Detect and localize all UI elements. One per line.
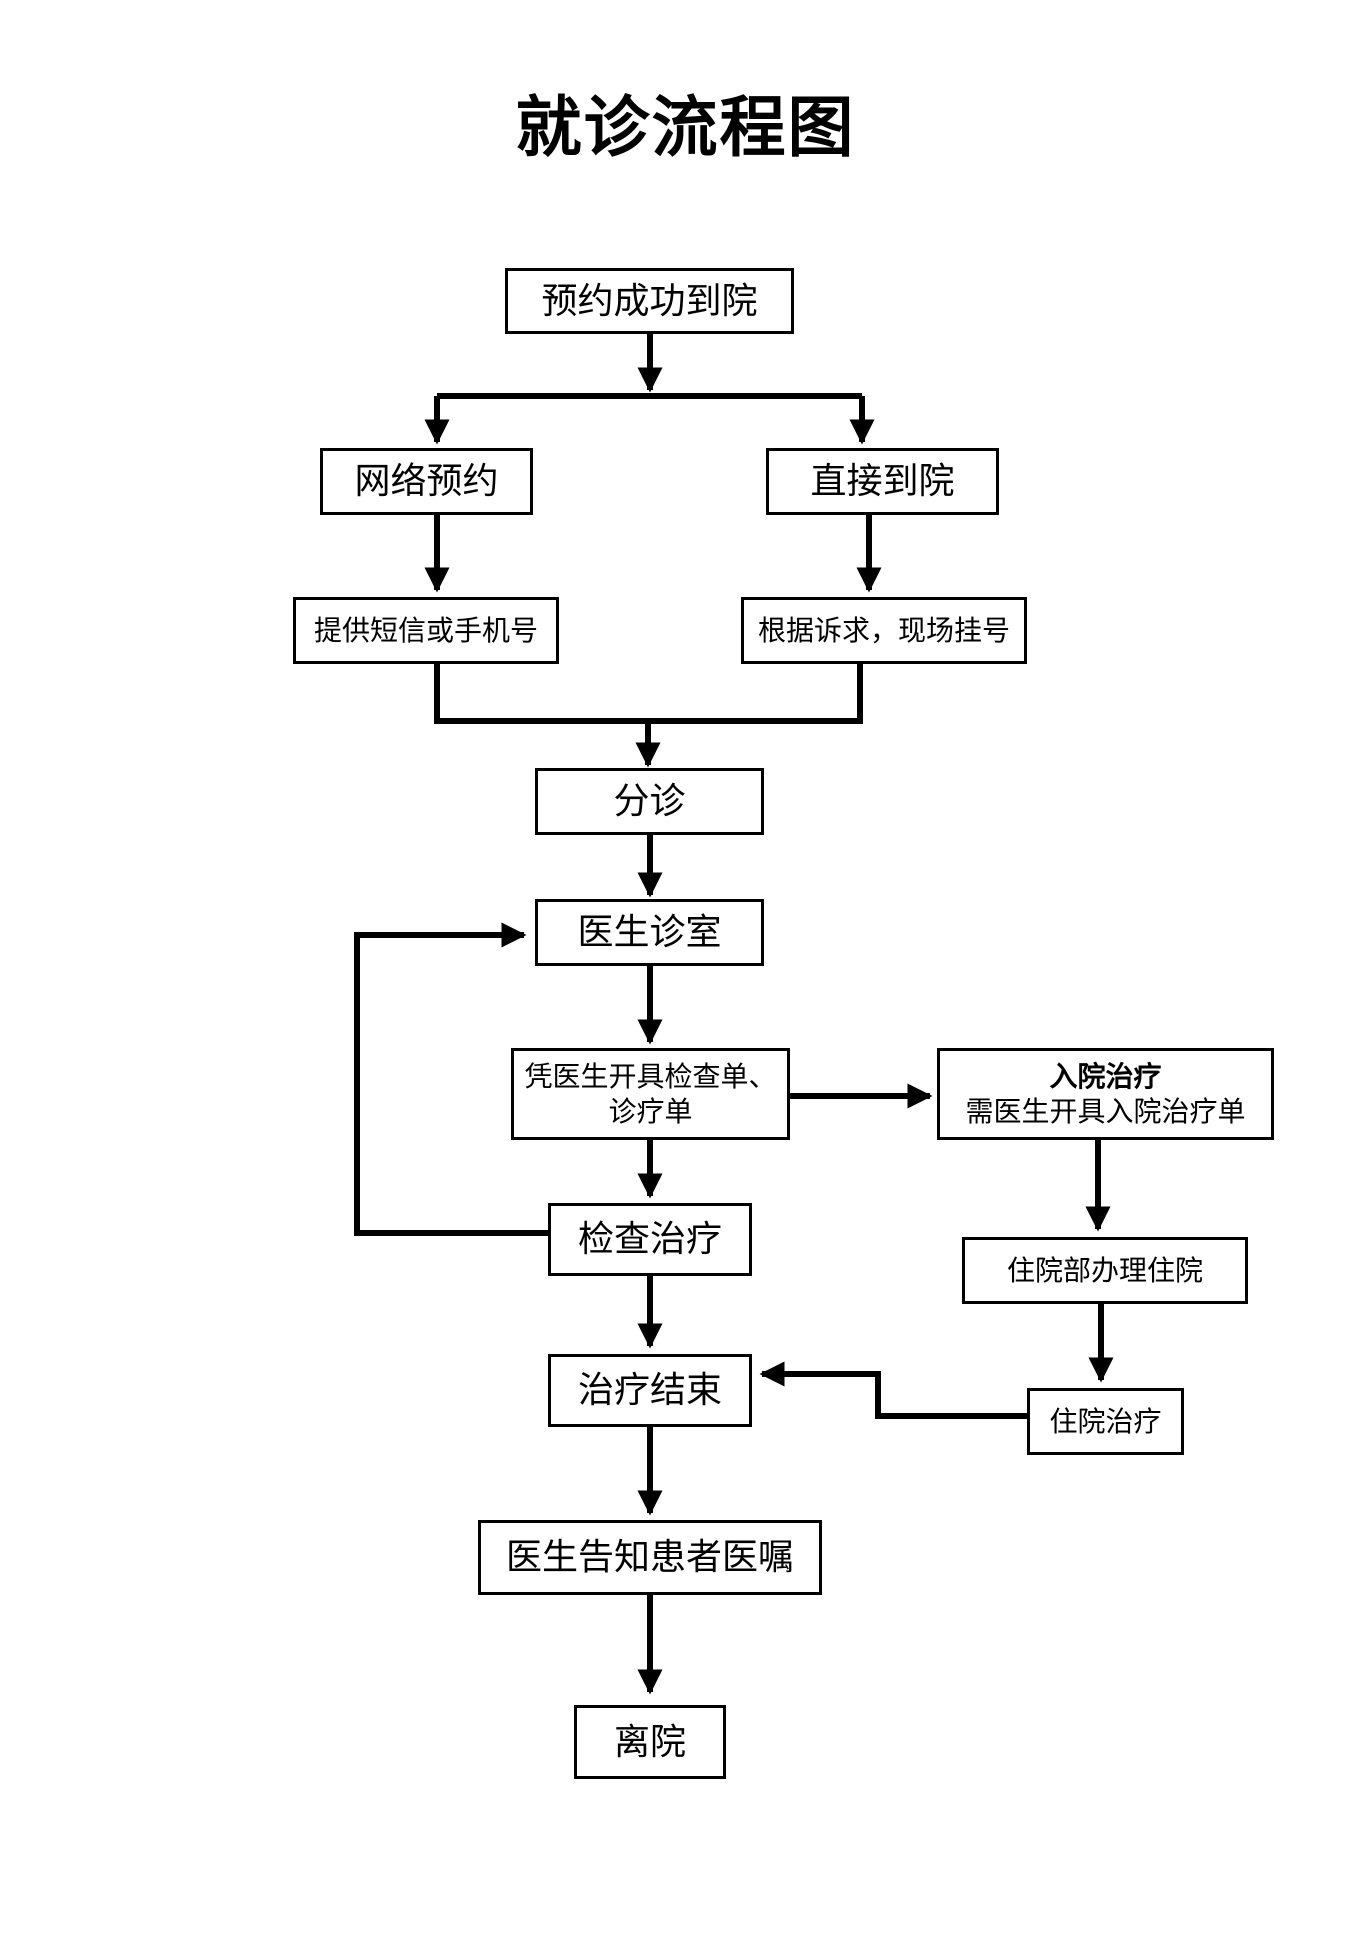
walk-in-label: 直接到院 bbox=[810, 461, 955, 502]
arrive-box: 预约成功到院 bbox=[505, 268, 794, 334]
onsite-register-label: 根据诉求，现场挂号 bbox=[757, 614, 1010, 647]
exam-order-label-line2: 诊疗单 bbox=[608, 1095, 693, 1128]
inpatient-register-label: 住院部办理住院 bbox=[1006, 1254, 1203, 1287]
online-booking-label: 网络预约 bbox=[354, 461, 499, 502]
inpatient-register-box: 住院部办理住院 bbox=[962, 1237, 1248, 1304]
examination-box: 检查治疗 bbox=[548, 1203, 752, 1276]
loop-examination-to-doctor-office bbox=[354, 922, 548, 1236]
inpatient-treatment-label: 住院治疗 bbox=[1049, 1405, 1162, 1438]
triage-box: 分诊 bbox=[535, 768, 764, 835]
discharge-box: 离院 bbox=[574, 1705, 726, 1779]
page-title: 就诊流程图 bbox=[515, 89, 856, 166]
treatment-end-label: 治疗结束 bbox=[577, 1370, 722, 1411]
inpatient-treatment-box: 住院治疗 bbox=[1027, 1388, 1184, 1455]
walk-in-box: 直接到院 bbox=[766, 448, 999, 515]
provide-sms-box: 提供短信或手机号 bbox=[293, 597, 559, 664]
triage-label: 分诊 bbox=[613, 781, 686, 822]
doctor-office-label: 医生诊室 bbox=[577, 912, 722, 953]
doctor-office-box: 医生诊室 bbox=[535, 899, 764, 966]
onsite-register-box: 根据诉求，现场挂号 bbox=[741, 597, 1027, 664]
exam-order-box: 凭医生开具检查单、 诊疗单 bbox=[511, 1048, 790, 1140]
admission-subtitle-label: 需医生开具入院治疗单 bbox=[965, 1095, 1246, 1128]
doctor-advice-label: 医生告知患者医嘱 bbox=[505, 1537, 794, 1578]
treatment-end-box: 治疗结束 bbox=[548, 1354, 752, 1427]
arrive-label: 预约成功到院 bbox=[541, 280, 758, 322]
admission-title-label: 入院治疗 bbox=[1049, 1060, 1162, 1093]
provide-sms-label: 提供短信或手机号 bbox=[313, 614, 538, 647]
discharge-label: 离院 bbox=[613, 1721, 686, 1763]
online-booking-box: 网络预约 bbox=[320, 448, 533, 515]
doctor-advice-box: 医生告知患者医嘱 bbox=[478, 1520, 822, 1595]
admission-box: 入院治疗 需医生开具入院治疗单 bbox=[937, 1048, 1274, 1140]
exam-order-label-line1: 凭医生开具检查单、 bbox=[524, 1060, 777, 1093]
arrow-inpatient-treatment-to-treatment-end bbox=[759, 1361, 1027, 1419]
examination-label: 检查治疗 bbox=[577, 1219, 722, 1260]
merge-line bbox=[434, 663, 863, 724]
